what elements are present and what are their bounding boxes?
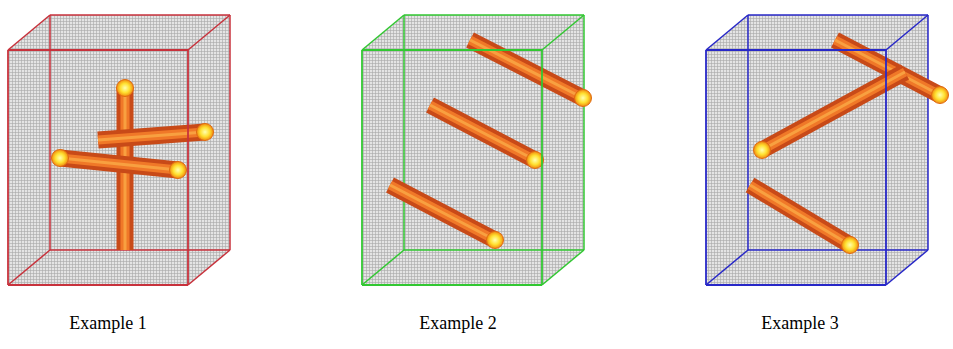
cube [706, 15, 949, 285]
cube-edge [187, 50, 189, 285]
cube-edge [362, 49, 542, 51]
rod-cap [117, 80, 134, 97]
cube-edge [229, 15, 231, 250]
rod-cap [754, 142, 771, 159]
cube-edge [927, 15, 929, 250]
cube-edge [542, 250, 584, 285]
rod-cap [487, 232, 504, 249]
cube-edge [748, 249, 928, 251]
cube-edge [706, 15, 748, 50]
cube-edge [188, 250, 230, 285]
cube-edge [7, 50, 9, 285]
rod [430, 105, 544, 169]
cube-edge [886, 250, 928, 285]
rod [750, 185, 859, 254]
mesh-wall [8, 15, 230, 285]
mesh-wall [362, 15, 584, 285]
rod-cap [52, 150, 69, 167]
cube [8, 15, 230, 285]
cube-edge [362, 250, 404, 285]
cube-edge [404, 249, 584, 251]
cube-edge [885, 50, 887, 285]
cube-edge [748, 14, 928, 16]
rod-cap [842, 237, 859, 254]
cube-edge [50, 249, 230, 251]
rod-cap [932, 87, 949, 104]
rod-cap [170, 162, 187, 179]
cube-edge [8, 284, 188, 286]
cube-edge [706, 250, 748, 285]
cube-edge [886, 15, 928, 50]
cube-edge [404, 14, 584, 16]
cube-edge [188, 15, 230, 50]
mesh-wall [706, 15, 928, 285]
rod-cap [575, 90, 592, 107]
cube-edge [541, 50, 543, 285]
cube-edge [705, 50, 707, 285]
example-label: Example 1 [18, 313, 198, 335]
cube-edge [50, 14, 230, 16]
rod [52, 150, 187, 179]
cube-edge [8, 15, 50, 50]
rod [390, 185, 504, 249]
cube-edge [362, 15, 404, 50]
cube-edge [361, 50, 363, 285]
cube-edge [542, 15, 584, 50]
cube-edge [8, 49, 188, 51]
cube-edge [583, 15, 585, 250]
cube-edge [706, 284, 886, 286]
rod-cap [197, 124, 214, 141]
cube-edge [362, 284, 542, 286]
rod [754, 72, 906, 159]
example-label: Example 2 [368, 313, 548, 335]
cube [362, 15, 592, 285]
rod [98, 124, 214, 141]
cube-edge [706, 49, 886, 51]
rod-cap [527, 152, 544, 169]
example-label: Example 3 [710, 313, 890, 335]
cube-edge [8, 250, 50, 285]
